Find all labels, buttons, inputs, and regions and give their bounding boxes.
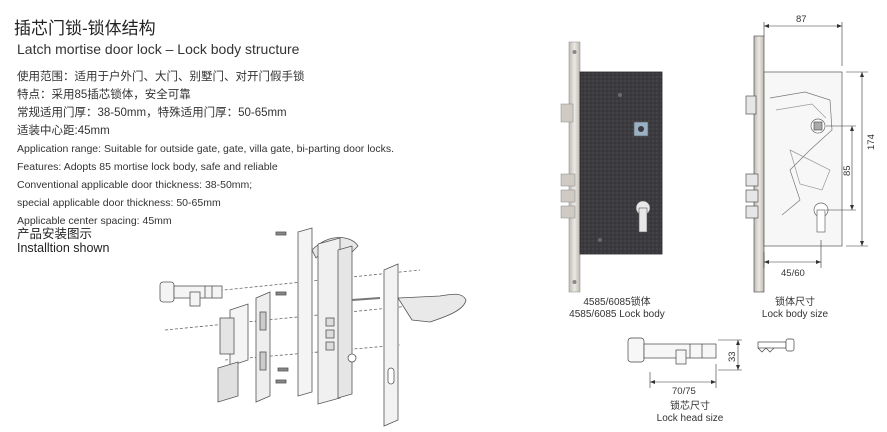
dimension-lines <box>763 22 868 268</box>
front-handle-plate <box>383 263 467 427</box>
cylinder-caption-en: Lock head size <box>656 413 724 424</box>
latch-bolt <box>560 103 574 123</box>
dim-cylinder-height-label: 33 <box>727 351 738 362</box>
lock-case <box>579 71 663 255</box>
cylinder-caption: 锁芯尺寸 Lock head size <box>640 401 740 425</box>
cylinder-caption-cn: 锁芯尺寸 <box>670 401 710 412</box>
installation-diagram <box>159 227 467 427</box>
spec-line: Application range: Suitable for outside … <box>17 143 395 155</box>
cylinder-size-drawing <box>627 337 795 388</box>
dim-cylinder-length-label: 70/75 <box>672 386 696 397</box>
screws <box>275 231 289 384</box>
lock-body-caption-en: 4585/6085 Lock body <box>569 309 665 320</box>
install-label-cn: 产品安装图示 <box>17 227 93 241</box>
spec-line: Features: Adopts 85 mortise lock body, s… <box>17 161 278 173</box>
install-heading: 产品安装图示 Installtion shown <box>17 227 109 255</box>
lock-body-drawing <box>560 41 663 293</box>
dim-backset-label: 45/60 <box>781 268 805 279</box>
spec-line: special applicable door thickness: 50-65… <box>17 197 221 209</box>
strike-plate <box>255 291 271 403</box>
install-label-en: Installtion shown <box>17 241 110 255</box>
spec-line: 使用范围：适用于户外门、大门、别墅门、对开门假手锁 <box>17 71 305 83</box>
dim-height-label: 174 <box>866 134 877 150</box>
lock-body-caption-cn: 4585/6085锁体 <box>583 297 651 308</box>
spec-line: 适装中心距:45mm <box>17 125 110 137</box>
strike-box <box>217 303 249 403</box>
faceplate <box>568 41 581 293</box>
lock-size-caption-cn: 锁体尺寸 <box>775 297 815 308</box>
dim-width-label: 87 <box>796 14 807 25</box>
spec-line: 特点：采用85插芯锁体，安全可靠 <box>17 89 191 101</box>
lock-size-caption-en: Lock body size <box>761 309 829 320</box>
lock-size-drawing <box>745 22 868 293</box>
lock-body-caption: 4585/6085锁体 4585/6085 Lock body <box>560 297 674 321</box>
spec-line: Applicable center spacing: 45mm <box>17 215 172 227</box>
deadbolt <box>560 173 576 187</box>
spec-line: Conventional applicable door thickness: … <box>17 179 253 191</box>
lock-body-part <box>317 237 357 405</box>
alignment-lines <box>164 269 421 361</box>
page-title-en: Latch mortise door lock – Lock body stru… <box>17 41 300 57</box>
spec-list: 使用范围：适用于户外门、大门、别墅门、对开门假手锁 特点：采用85插芯锁体，安全… <box>17 68 394 230</box>
lock-size-caption: 锁体尺寸 Lock body size <box>745 297 845 321</box>
dim-center-label: 85 <box>842 165 853 176</box>
spec-line: 常规适用门厚：38-50mm，特殊适用门厚：50-65mm <box>17 107 287 119</box>
cylinder-part <box>159 281 223 307</box>
page-title-cn: 插芯门锁-锁体结构 <box>14 19 156 38</box>
key-icon <box>757 338 795 353</box>
